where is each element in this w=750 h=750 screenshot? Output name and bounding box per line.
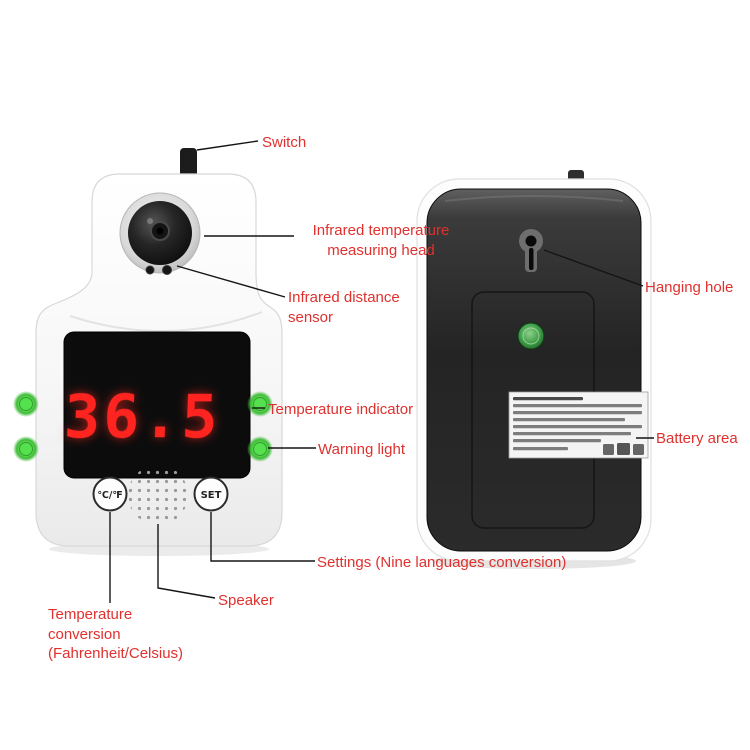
callout-settings: Settings (Nine languages conversion) [317, 554, 567, 571]
unit-conversion-button: ℃/℉ [92, 476, 128, 512]
callout-battery-area: Battery area [656, 430, 738, 447]
unit-button-label: ℃/℉ [97, 490, 122, 501]
qc-sticker [517, 322, 545, 350]
front-view: 36.5 ℃/℉ SET [13, 148, 283, 556]
callout-temperature-indicator: Temperature indicator [268, 401, 414, 418]
callout-measuring-head: Infrared temperature measuring head [312, 222, 450, 259]
leader-hanging-hole [543, 249, 644, 287]
infrared-measuring-head [119, 192, 201, 274]
callout-temperature-conversion: Temperature conversion (Fahrenheit/Celsi… [48, 606, 184, 662]
leader-speaker [157, 524, 216, 599]
spec-label [508, 391, 649, 459]
callout-speaker: Speaker [218, 592, 274, 609]
back-panel [426, 188, 642, 552]
callout-warning-light: Warning light [318, 441, 405, 458]
infrared-distance-sensor [145, 265, 172, 275]
back-view [416, 170, 652, 569]
certification-marks [603, 443, 644, 455]
warning-lights [13, 391, 273, 462]
leader-switch [196, 140, 259, 151]
set-button-label: SET [201, 490, 222, 501]
leader-settings [210, 512, 315, 562]
temperature-display: 36.5 [63, 331, 251, 479]
back-panel-sheen [444, 195, 624, 202]
callout-hanging-hole: Hanging hole [645, 279, 734, 296]
callout-distance-sensor: Infrared distance sensor [288, 289, 400, 326]
leader-lines [109, 140, 654, 603]
callout-switch: Switch [262, 134, 307, 151]
temperature-value: 36.5 [63, 382, 222, 452]
power-switch [180, 148, 197, 180]
leader-distance-sensor [176, 265, 286, 298]
hanging-hole [519, 229, 543, 272]
set-button: SET [193, 476, 229, 512]
speaker-grille [128, 465, 188, 525]
head-body-seam [69, 311, 263, 333]
